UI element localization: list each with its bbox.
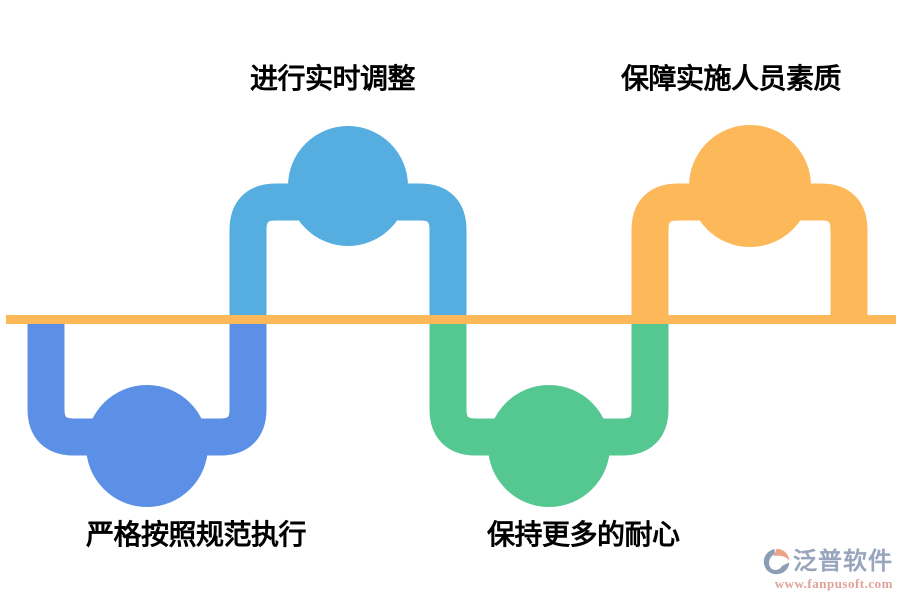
step-circle-1 <box>86 385 208 507</box>
step-label-above-2: 保障实施人员素质 <box>621 63 842 94</box>
watermark-brand-row: 泛普软件 <box>762 547 893 576</box>
step-label-above-1: 进行实时调整 <box>250 63 416 94</box>
step-circle-3 <box>488 385 610 507</box>
watermark: 泛普软件 www.fanpusoft.com <box>762 547 893 592</box>
step-label-below-1: 严格按照规范执行 <box>86 519 307 550</box>
step-circle-4 <box>689 125 811 247</box>
watermark-url: www.fanpusoft.com <box>774 576 893 591</box>
fanpu-logo-icon <box>763 548 790 575</box>
baseline <box>6 315 896 324</box>
watermark-brand-name: 泛普软件 <box>793 547 893 575</box>
step-circle-2 <box>288 126 408 246</box>
step-label-below-2: 保持更多的耐心 <box>487 519 680 550</box>
